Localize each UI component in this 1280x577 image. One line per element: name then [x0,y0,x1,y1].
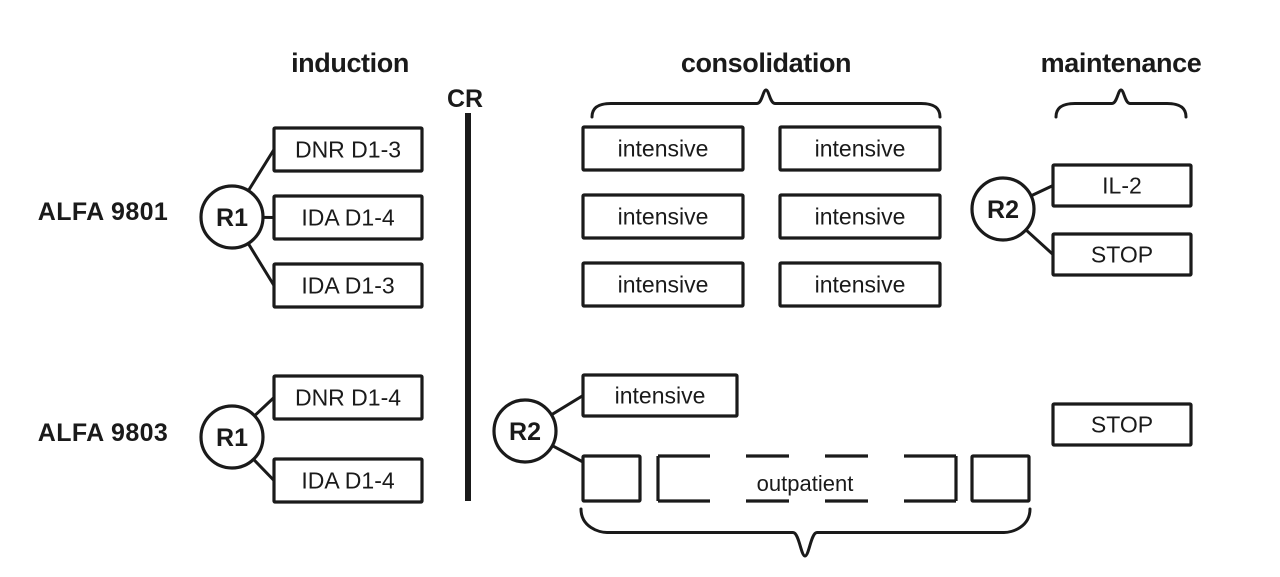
alfa-9803-induction-box-ida-d1-4 [272,457,424,504]
alfa-9803-induction-box-dnr-d1-4 [272,374,424,421]
alfa-9801-induction-label-ida-d1-3: IDA D1-3 [301,273,394,299]
alfa-9803-randomization-node-r1 [199,404,265,470]
alfa-9801-consolidation-box-cons-r3c2 [778,261,942,308]
alfa-9803-induction-label-dnr-d1-4: DNR D1-4 [295,385,401,411]
alfa-9801-consolidation-label-cons-r2c2: intensive [815,204,906,230]
alfa-9801-induction-box-dnr-d1-3 [272,126,424,173]
alfa-9801-consolidation-label-cons-r2c1: intensive [618,204,709,230]
alfa-9801-consolidation-brace [590,88,942,119]
alfa-9801-r2-connector-0 [1029,184,1054,198]
cr-label: CR [447,85,483,113]
alfa-9803-outpatient-box-op-2 [656,454,710,503]
alfa-9801-consolidation-box-cons-r3c1 [581,261,745,308]
alfa-9801-consolidation-label-cons-r3c1: intensive [618,272,709,298]
alfa-9803-randomization-label-r2: R2 [509,418,541,446]
alfa-9801-maintenance-box-stop [1051,232,1193,277]
alfa-9801-induction-label-ida-d1-4: IDA D1-4 [301,205,395,231]
alfa-9801-randomization-node-r1 [199,184,265,250]
trial-label-alfa-9801: ALFA 9801 [38,198,169,226]
alfa-9801-consolidation-box-cons-r2c1 [581,193,745,240]
phase-header-maintenance: maintenance [1041,48,1202,78]
trial-label-alfa-9803: ALFA 9803 [38,419,169,447]
alfa-9801-maintenance-label-il-2: IL-2 [1102,173,1142,199]
alfa-9801-consolidation-label-cons-r1c1: intensive [618,136,709,162]
alfa-9801-consolidation-label-cons-r1c2: intensive [815,136,906,162]
alfa-9803-consolidation-label-cons-intensive: intensive [615,383,706,409]
alfa-9801-induction-box-ida-d1-4 [272,194,424,241]
alfa-9801-consolidation-label-cons-r3c2: intensive [815,272,906,298]
alfa-9803-outpatient-box-op-3 [746,454,789,503]
alfa-9803-r2-connector-1 [550,443,584,464]
phase-header-consolidation: consolidation [681,48,851,78]
alfa-9801-r1-connector-2 [246,241,276,287]
alfa-9803-outpatient-label: outpatient [757,471,854,496]
alfa-9801-consolidation-box-cons-r2c2 [778,193,942,240]
alfa-9801-randomization-node-r2 [970,176,1036,242]
alfa-9801-r1-connector-0 [246,148,276,193]
alfa-9801-induction-box-ida-d1-3 [272,262,424,309]
alfa-9801-maintenance-box-il-2 [1051,163,1193,208]
alfa-9801-randomization-label-r1: R1 [216,204,248,232]
alfa-9801-induction-label-dnr-d1-3: DNR D1-3 [295,137,401,163]
alfa-9801-randomization-label-r2: R2 [987,196,1019,224]
alfa-9803-randomization-node-r2 [492,398,558,464]
alfa-9803-induction-label-ida-d1-4: IDA D1-4 [301,468,395,494]
alfa-9801-consolidation-box-cons-r1c2 [778,125,942,172]
alfa-9803-r2-connector-0 [549,394,584,417]
alfa-9801-consolidation-box-cons-r1c1 [581,125,745,172]
alfa-9803-outpatient-box-op-4 [825,454,868,503]
alfa-9803-r1-connector-0 [252,396,276,418]
alfa-9803-maintenance-label-stop: STOP [1091,412,1153,438]
alfa-9803-r1-connector-1 [251,457,276,482]
alfa-9801-maintenance-brace [1054,88,1188,119]
alfa-9803-outpatient-box-op-1 [581,454,642,503]
alfa-9801-r2-connector-1 [1024,228,1055,256]
alfa-9803-maintenance-box-stop [1051,402,1193,447]
alfa-9803-outpatient-box-op-5 [904,454,958,503]
phase-header-induction: induction [291,48,409,78]
alfa-9803-outpatient-box-op-6 [970,454,1031,503]
alfa-9801-maintenance-label-stop: STOP [1091,242,1153,268]
alfa-9803-outpatient-brace [579,507,1032,558]
alfa-9803-randomization-label-r1: R1 [216,424,248,452]
diagram-shapes [199,88,1193,558]
